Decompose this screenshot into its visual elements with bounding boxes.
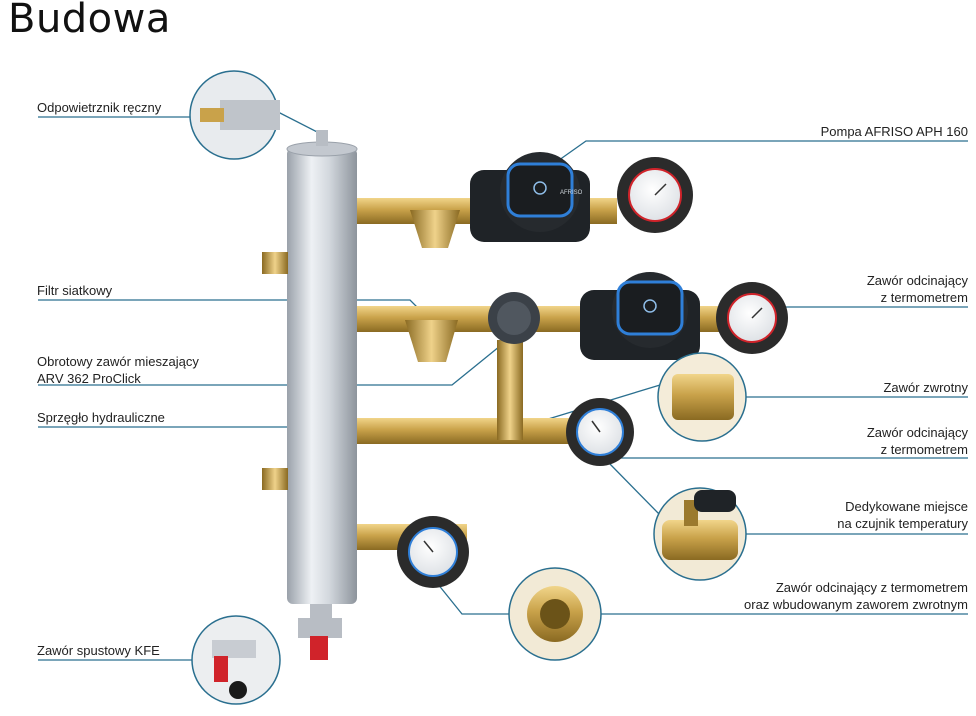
leader-shutoff-1 [757,306,968,331]
leader-sensor-2 [607,461,661,516]
label-shutoff-thermo-1-line2: z termometrem [880,290,968,305]
label-shutoff-thermo-2-line1: Zawór odcinający [866,425,968,440]
label-sensor-place: Dedykowane miejsce na czujnik temperatur… [837,498,968,532]
detail-combo-valve [508,567,602,661]
label-shutoff-combo: Zawór odcinający z termometrem oraz wbud… [744,579,968,613]
label-hydraulic-separator: Sprzęgło hydrauliczne [37,410,165,425]
leader-pump [544,140,968,171]
label-shutoff-combo-line2: oraz wbudowanym zaworem zwrotnym [744,597,968,612]
pump-middle [580,272,700,360]
label-mixing-valve-line1: Obrotowy zawór mieszający [37,354,199,369]
label-sensor-place-line1: Dedykowane miejsce [845,499,968,514]
label-pump: Pompa AFRISO APH 160 [820,124,968,139]
gauge-lower [566,398,634,466]
label-strainer: Filtr siatkowy [37,283,113,298]
pump-brand-1: AFRISO [560,190,583,196]
label-shutoff-combo-line1: Zawór odcinający z termometrem [775,580,968,595]
leader-combo-2 [432,577,510,615]
page-title: Budowa [8,0,171,42]
detail-sensor [653,487,747,581]
label-sensor-place-line2: na czujnik temperatury [837,516,968,531]
label-check-valve: Zawór zwrotny [883,380,968,395]
detail-air-vent [189,70,280,160]
gauge-top [617,157,693,233]
label-drain-valve: Zawór spustowy KFE [37,643,160,658]
label-shutoff-thermo-2-line2: z termometrem [880,442,968,457]
label-air-vent: Odpowietrznik ręczny [37,100,162,115]
drain-valve [298,618,342,660]
pump-top: AFRISO [470,152,590,242]
detail-drain [191,615,281,705]
label-shutoff-thermo-1: Zawór odcinający z termometrem [867,272,968,306]
gauge-middle [716,282,788,354]
label-mixing-valve-line2: ARV 362 ProClick [37,371,141,386]
label-shutoff-thermo-2: Zawór odcinający z termometrem [867,424,968,458]
gauge-bottom [397,516,469,588]
leader-mixing-valve [38,341,506,386]
leader-separator [38,426,331,453]
detail-check-valve [657,352,747,442]
label-shutoff-thermo-1-line1: Zawór odcinający [866,273,968,288]
hydraulic-separator [262,130,358,624]
mixing-valve [488,292,540,344]
label-mixing-valve: Obrotowy zawór mieszający ARV 362 ProCli… [37,353,199,387]
